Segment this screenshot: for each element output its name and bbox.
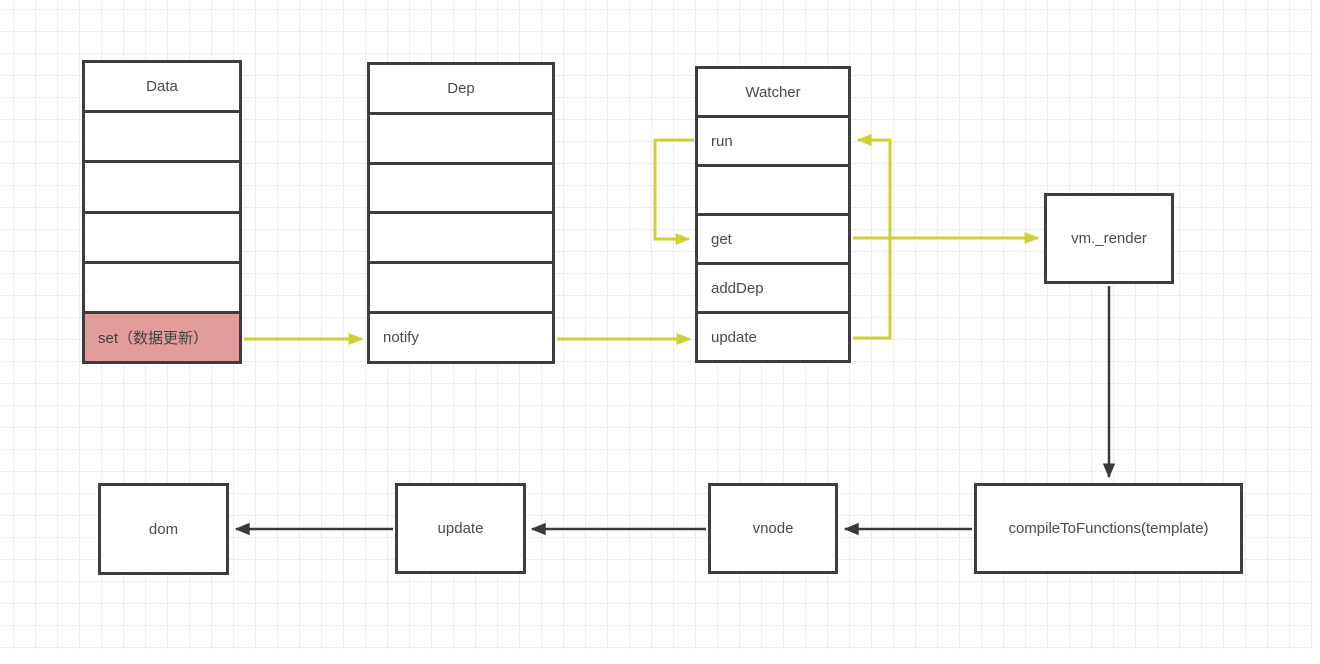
table-dep: Dep notify [367,62,555,364]
table-watcher-row-empty [698,164,848,213]
table-watcher-row-get: get [698,213,848,262]
node-update: update [395,483,526,574]
table-data-row-empty-3 [85,210,239,261]
table-data: Data set（数据更新） [82,60,242,364]
table-watcher-header: Watcher [745,83,801,101]
table-dep-row-empty-3 [370,211,552,261]
table-dep-header: Dep [447,79,475,97]
table-watcher-row-run: run [698,115,848,164]
table-data-row-empty-4 [85,260,239,311]
table-dep-row-notify: notify [370,311,552,361]
node-dom: dom [98,483,229,575]
table-data-row-empty-1 [85,110,239,160]
table-watcher: Watcher run get addDep update [695,66,851,363]
node-vm-render: vm._render [1044,193,1174,284]
table-dep-row-empty-2 [370,161,552,212]
table-data-row-empty-2 [85,160,239,210]
table-data-header: Data [146,78,178,96]
table-dep-row-empty-4 [370,261,552,311]
table-data-row-set: set（数据更新） [85,310,239,362]
node-compile-to-functions: compileToFunctions(template) [974,483,1243,574]
table-dep-row-empty-1 [370,111,552,162]
node-vnode: vnode [708,483,838,574]
table-watcher-row-adddep: addDep [698,262,848,311]
table-watcher-row-update: update [698,311,848,360]
